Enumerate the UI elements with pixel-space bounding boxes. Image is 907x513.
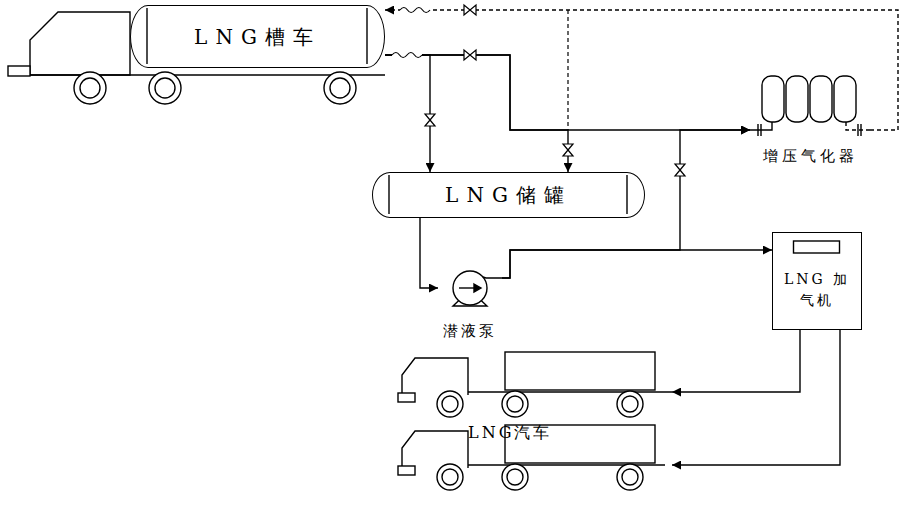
node-label: LNG储罐 (445, 183, 572, 207)
dispenser-box: LNG 加气机 (772, 232, 862, 330)
node-label: LNG汽车 (468, 423, 552, 442)
valve-symbol (464, 50, 476, 60)
pipe-connector (502, 250, 772, 278)
node-label: LNG槽车 (194, 25, 321, 49)
hose-symbol (392, 53, 422, 58)
node-label: 增压气化器 (763, 147, 858, 165)
valve-symbol (425, 114, 435, 126)
hose-symbol (400, 8, 430, 13)
valve-symbol (675, 164, 685, 176)
pipe-connector (385, 10, 898, 130)
storage-tank: LNG储罐 (372, 172, 645, 218)
vaporizer-symbol: 增压气化器 (750, 72, 870, 165)
pipe-connector (420, 218, 438, 288)
pipe-connector (385, 55, 568, 172)
pump-symbol: 潜液泵 (438, 268, 502, 340)
valve-symbol (464, 5, 476, 15)
valve-symbol (563, 144, 573, 156)
node-label: 潜液泵 (443, 322, 497, 340)
dashed-return-branch (567, 10, 568, 130)
hose-ground (400, 5, 430, 15)
pipe-connector (672, 330, 800, 392)
pipe-connector (385, 55, 750, 130)
fill-line-second-vehicle (672, 330, 840, 465)
tanker-vessel: LNG槽车 (130, 5, 385, 68)
hose-ground (392, 50, 422, 60)
lng-vehicle: LNG汽车 (398, 343, 672, 448)
pipe-connector (385, 55, 430, 172)
node-label: LNG 加气机 (782, 269, 852, 311)
